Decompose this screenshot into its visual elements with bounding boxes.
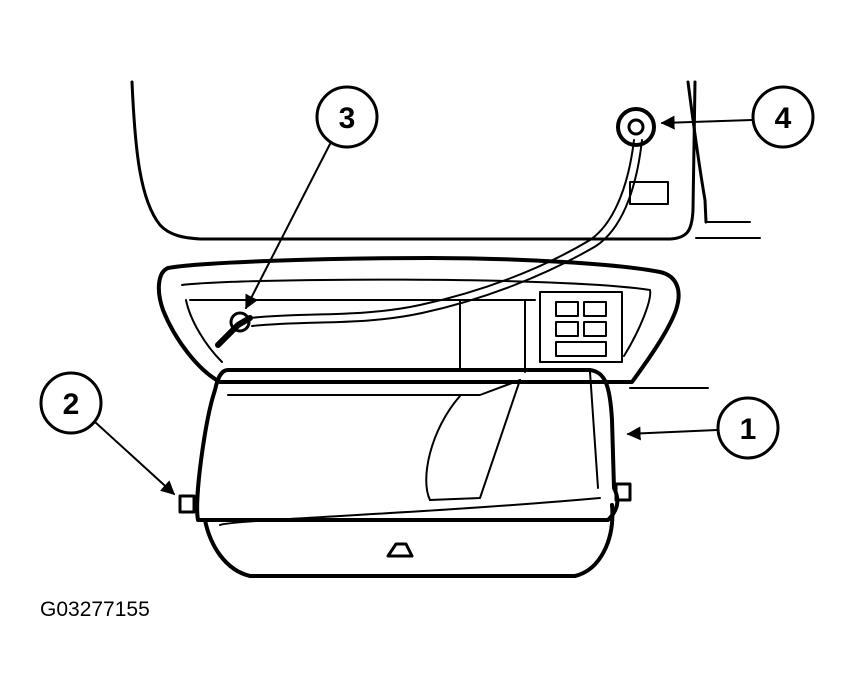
- lamp-socket-icon: [616, 107, 656, 147]
- callout-1: 1: [626, 396, 780, 460]
- glove-box-frame: [156, 256, 681, 384]
- callout-1-label: 1: [740, 413, 757, 446]
- callout-2-label: 2: [63, 388, 80, 421]
- callout-4: 4: [616, 85, 815, 149]
- callout-3-label: 3: [339, 102, 356, 135]
- glove-box-lamp-assembly: [215, 139, 643, 348]
- dashboard-outline: [130, 80, 761, 241]
- callout-4-label: 4: [775, 102, 792, 135]
- callout-2: 2: [39, 371, 176, 495]
- glove-box-door: [178, 368, 709, 578]
- figure-id: G03277155: [40, 598, 150, 621]
- callout-3: 3: [245, 85, 379, 310]
